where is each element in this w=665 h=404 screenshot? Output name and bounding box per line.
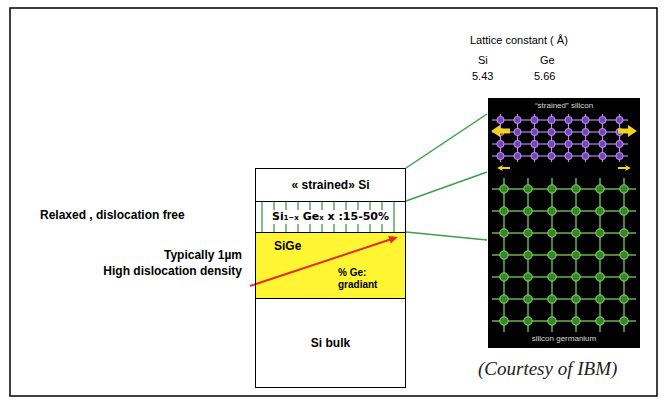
layer-note: High dislocation density (103, 264, 242, 278)
si-bulk-layer: Si bulk (255, 298, 406, 388)
layer-name: Si₁₋ₓ Geₓ x :15-50% (269, 210, 392, 223)
strained-si-layer: « strained» Si (255, 168, 406, 202)
layer-name: SiGe (274, 239, 301, 253)
relaxed-band-fill (255, 201, 406, 233)
strained-si-lattice (492, 114, 628, 162)
picture-label: “strained” silicon (535, 101, 593, 111)
layer-name: Si bulk (311, 336, 350, 350)
layer-name: « strained» Si (291, 178, 369, 192)
layer-note: Typically 1µm (164, 248, 242, 262)
layer-note: % Ge: gradiant (338, 267, 400, 291)
caption: (Courtesy of IBM) (478, 358, 617, 381)
lattice-value: 5.43 (472, 70, 493, 83)
relaxed-sige-layer: Si₁₋ₓ Geₓ x :15-50% (255, 201, 406, 233)
gradient-arrow (250, 239, 391, 286)
element-name: Si (478, 54, 488, 67)
element-name: Ge (540, 54, 555, 67)
layer-note: Relaxed , dislocation free (40, 208, 185, 222)
gradient-arrowhead (388, 236, 398, 244)
graded-sige-layer: SiGe % Ge: gradiant (255, 232, 406, 299)
axis-title: Lattice constant ( Å) (470, 34, 568, 47)
frame (10, 8, 657, 396)
relaxed-band-lines (262, 202, 394, 232)
strain-arrows (491, 125, 637, 171)
lattice-picture (488, 98, 640, 348)
leader-lines (406, 114, 487, 240)
lattice-value: 5.66 (534, 70, 555, 83)
sige-lattice (492, 178, 636, 332)
picture-label: silicon germanium (532, 334, 596, 344)
